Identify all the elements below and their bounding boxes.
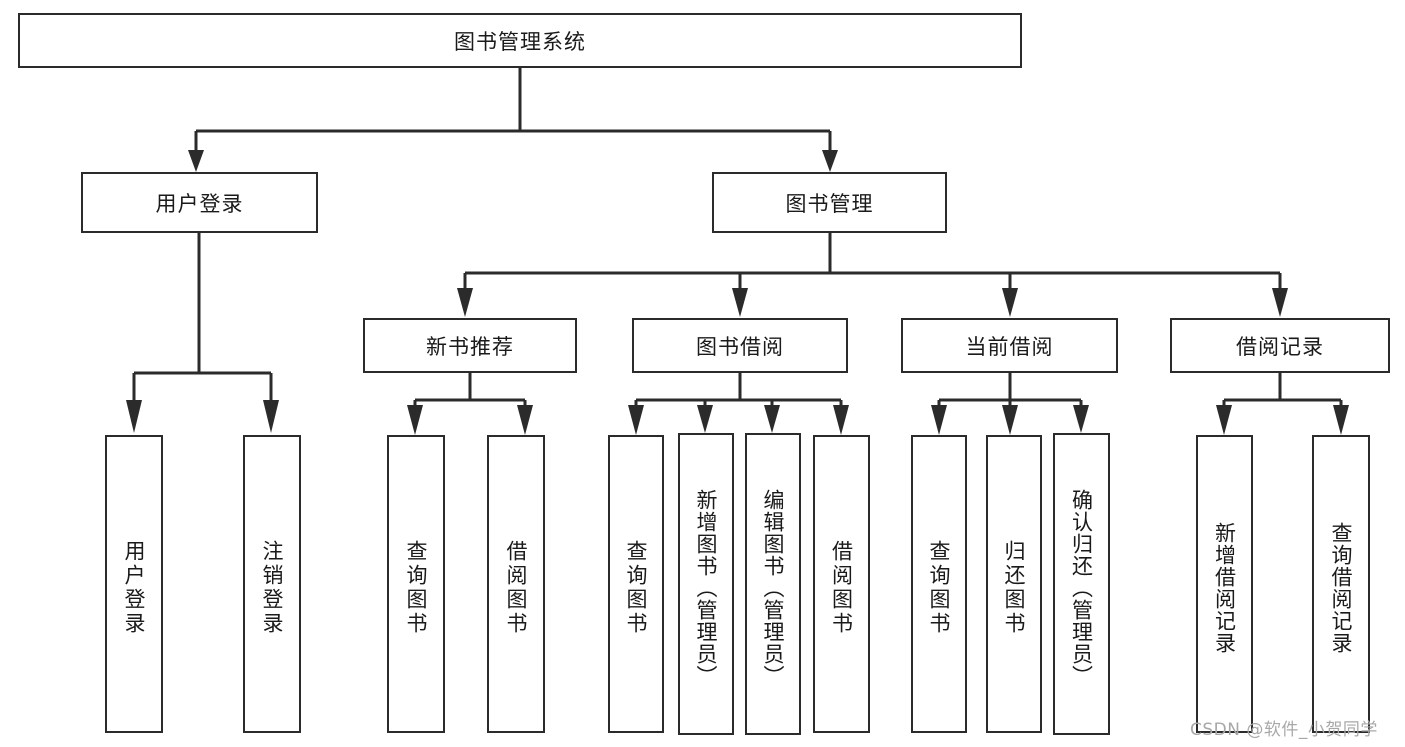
vert-text-wrap: 归还图书 bbox=[988, 445, 1040, 731]
edges-newbook-to-leaves bbox=[413, 373, 527, 412]
edges-root-to-level1 bbox=[194, 68, 832, 163]
node-label: 新增借阅记录 bbox=[1212, 522, 1237, 654]
leaf-borrow-book[interactable]: 借阅图书 bbox=[813, 435, 870, 733]
vert-text-wrap: 借阅图书 bbox=[489, 445, 543, 731]
node-label: 新书推荐 bbox=[426, 334, 514, 359]
arrowheads-currentborrow-leaves bbox=[931, 405, 1089, 435]
vert-text-wrap: 注销登录 bbox=[245, 445, 299, 731]
node-label: 查询图书 bbox=[927, 540, 952, 636]
leaf-add-book-admin[interactable]: 新增图书（管理员） bbox=[678, 433, 734, 735]
arrowheads-level2 bbox=[457, 288, 1288, 317]
vert-text-wrap: 查询图书 bbox=[389, 445, 443, 731]
node-label: 查询图书 bbox=[624, 540, 649, 636]
vert-text-wrap: 用户登录 bbox=[107, 445, 161, 731]
arrowheads-newbook-leaves bbox=[407, 405, 533, 435]
node-new-book-recommend[interactable]: 新书推荐 bbox=[363, 318, 577, 373]
node-label: 借阅记录 bbox=[1236, 334, 1324, 359]
csdn-watermark: CSDN @软件_小贺同学 bbox=[1190, 720, 1378, 740]
vert-text-wrap: 新增图书（管理员） bbox=[680, 443, 732, 733]
node-user-login[interactable]: 用户登录 bbox=[81, 172, 318, 233]
arrowheads-bookborrow-leaves bbox=[628, 405, 849, 435]
vert-text-wrap: 确认归还（管理员） bbox=[1055, 443, 1108, 733]
node-label: 图书管理 bbox=[785, 191, 874, 216]
node-borrow-record[interactable]: 借阅记录 bbox=[1170, 318, 1390, 373]
node-label: 注销登录 bbox=[260, 540, 285, 636]
vert-text-wrap: 查询图书 bbox=[913, 445, 965, 731]
edges-userlogin-to-leaves bbox=[132, 233, 273, 400]
leaf-return-book[interactable]: 归还图书 bbox=[986, 435, 1042, 733]
leaf-add-borrow-record[interactable]: 新增借阅记录 bbox=[1196, 435, 1253, 733]
node-label: 归还图书 bbox=[1002, 540, 1027, 636]
leaf-query-book-borrow[interactable]: 查询图书 bbox=[608, 435, 664, 733]
node-root-book-management-system[interactable]: 图书管理系统 bbox=[18, 13, 1022, 68]
arrowheads-borrowrecord-leaves bbox=[1216, 405, 1349, 435]
node-label: 编辑图书（管理员） bbox=[761, 489, 786, 687]
edges-borrowrecord-to-leaves bbox=[1222, 373, 1343, 412]
node-label: 借阅图书 bbox=[829, 540, 854, 636]
node-label: 新增图书（管理员） bbox=[694, 489, 719, 687]
leaf-query-book-current[interactable]: 查询图书 bbox=[911, 435, 967, 733]
node-label: 借阅图书 bbox=[504, 540, 529, 636]
leaf-user-login[interactable]: 用户登录 bbox=[105, 435, 163, 733]
node-book-management[interactable]: 图书管理 bbox=[712, 172, 947, 233]
vert-text-wrap: 新增借阅记录 bbox=[1198, 445, 1251, 731]
leaf-query-book-recommend[interactable]: 查询图书 bbox=[387, 435, 445, 733]
node-label: 图书借阅 bbox=[696, 334, 784, 359]
node-current-borrow[interactable]: 当前借阅 bbox=[901, 318, 1118, 373]
vert-text-wrap: 查询借阅记录 bbox=[1314, 445, 1368, 731]
vert-text-wrap: 借阅图书 bbox=[815, 445, 868, 731]
leaf-logout[interactable]: 注销登录 bbox=[243, 435, 301, 733]
node-label: 当前借阅 bbox=[965, 334, 1054, 359]
leaf-edit-book-admin[interactable]: 编辑图书（管理员） bbox=[745, 433, 801, 735]
node-label: 查询图书 bbox=[404, 540, 429, 636]
arrowheads-userlogin-leaves bbox=[126, 400, 279, 433]
edges-bookmgmt-to-level2 bbox=[463, 233, 1282, 300]
vert-text-wrap: 查询图书 bbox=[610, 445, 662, 731]
node-label: 用户登录 bbox=[122, 540, 147, 636]
leaf-query-borrow-record[interactable]: 查询借阅记录 bbox=[1312, 435, 1370, 733]
arrowheads-level1 bbox=[188, 150, 838, 172]
node-book-borrow[interactable]: 图书借阅 bbox=[632, 318, 848, 373]
node-label: 用户登录 bbox=[155, 191, 244, 216]
node-label: 查询借阅记录 bbox=[1329, 522, 1354, 654]
leaf-borrow-book-recommend[interactable]: 借阅图书 bbox=[487, 435, 545, 733]
vert-text-wrap: 编辑图书（管理员） bbox=[747, 443, 799, 733]
node-label: 确认归还（管理员） bbox=[1069, 489, 1094, 687]
leaf-confirm-return-admin[interactable]: 确认归还（管理员） bbox=[1053, 433, 1110, 735]
edges-bookborrow-to-leaves bbox=[634, 373, 843, 412]
node-label: 图书管理系统 bbox=[454, 29, 586, 54]
